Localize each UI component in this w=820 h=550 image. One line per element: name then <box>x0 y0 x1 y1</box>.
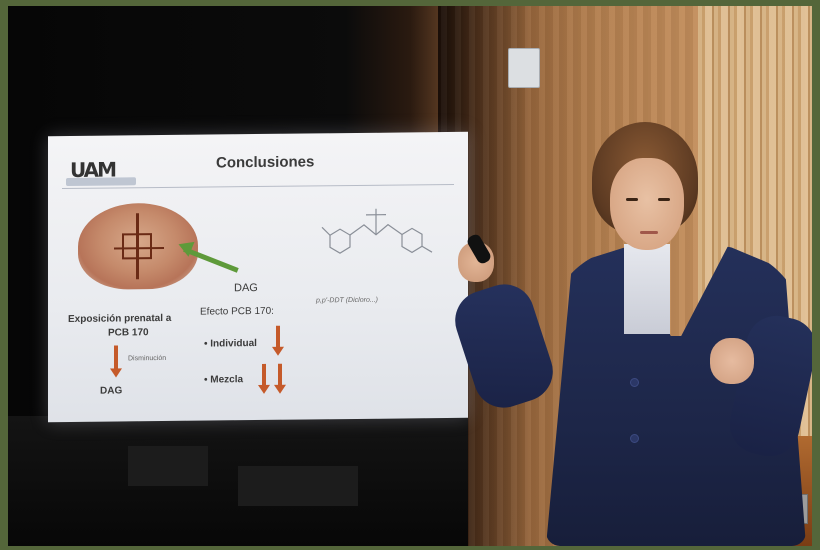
down-arrow-individual <box>276 325 280 348</box>
molecule-caption: p,p'-DDT (Dicloro...) <box>316 296 379 305</box>
slide-title: Conclusiones <box>216 153 315 172</box>
brain-marker-box <box>122 233 152 260</box>
presenter-eye-left <box>626 198 638 201</box>
presenter-face <box>610 158 684 250</box>
disminucion-label: Disminución <box>128 354 167 363</box>
bullet-mezcla: • Mezcla <box>204 374 244 386</box>
stage-equipment <box>238 466 358 506</box>
efecto-label: Efecto PCB 170: <box>200 305 274 318</box>
presenter-mouth <box>640 231 658 234</box>
exposicion-line-1: Exposición prenatal a <box>68 312 172 325</box>
dag-label-top: DAG <box>234 282 258 295</box>
mezcla-label: Mezcla <box>210 374 244 386</box>
exposicion-line-2: PCB 170 <box>108 327 149 339</box>
down-arrow-mezcla-1 <box>262 363 266 386</box>
presenter-shirt <box>624 244 670 334</box>
projected-slide: UAM Conclusiones DAG Exposición prenatal… <box>48 131 468 423</box>
stage-equipment <box>128 446 208 486</box>
ddt-molecule-diagram <box>321 208 433 254</box>
down-arrow-mezcla-2 <box>278 363 282 386</box>
presenter <box>447 116 812 546</box>
conference-photo: UAM Conclusiones DAG Exposición prenatal… <box>8 6 812 546</box>
presenter-eye-right <box>658 198 670 201</box>
jacket-button <box>630 434 639 443</box>
individual-label: Individual <box>210 338 257 350</box>
dag-label-bottom: DAG <box>100 385 123 397</box>
jacket-button <box>630 378 639 387</box>
down-arrow-disminucion <box>114 345 118 370</box>
bullet-individual: • Individual <box>204 338 257 350</box>
presenter-right-hand <box>710 338 754 384</box>
presenter-left-arm <box>447 276 561 416</box>
slide-logo-subtitle-bar <box>66 177 136 187</box>
wall-switch-plate <box>508 48 540 88</box>
